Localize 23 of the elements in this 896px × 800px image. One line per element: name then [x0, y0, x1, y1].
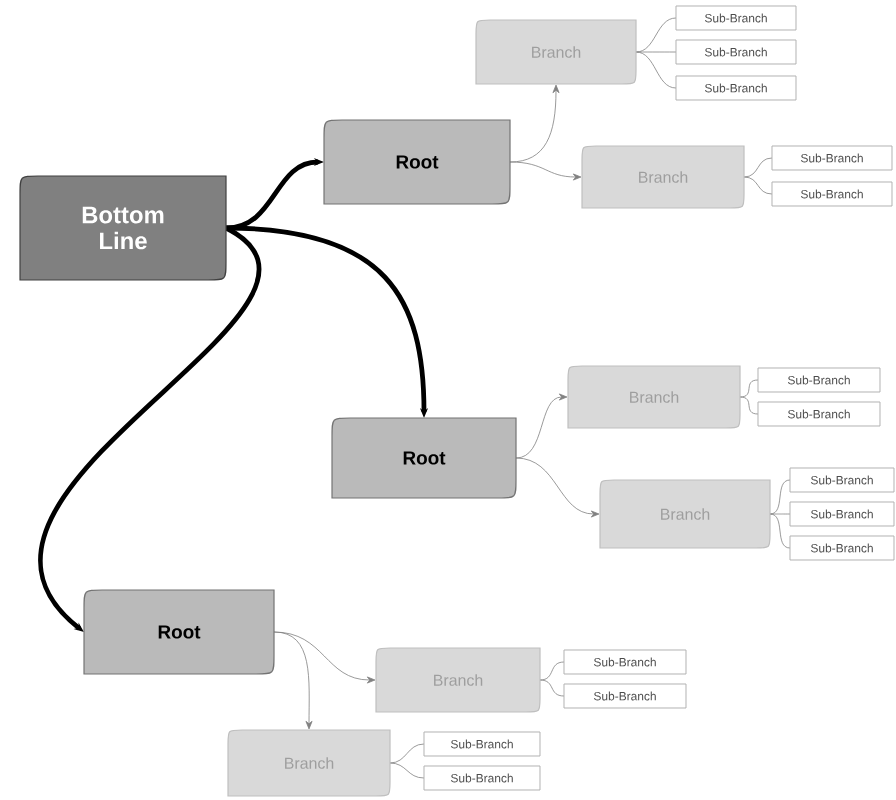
- connector-line: [743, 157, 773, 178]
- arrow: [273, 631, 376, 684]
- connector-line: [389, 743, 425, 764]
- arrow: [515, 457, 600, 518]
- connector-line: [769, 513, 791, 515]
- connector-line: [739, 396, 759, 415]
- connector-line: [769, 513, 791, 549]
- connector-line: [635, 17, 677, 53]
- arrow: [38, 226, 261, 632]
- arrow: [273, 631, 313, 730]
- connector-line: [539, 679, 565, 697]
- root-box: Root: [331, 417, 517, 499]
- connector-line: [739, 379, 759, 398]
- connector-line: [769, 479, 791, 515]
- connector-line: [635, 51, 677, 89]
- arrow: [515, 393, 568, 459]
- connector-line: [389, 762, 425, 779]
- connector-line: [743, 176, 773, 195]
- root-box: Root: [323, 119, 511, 205]
- connector-line: [539, 661, 565, 681]
- arrow: [509, 161, 582, 181]
- root-box: Root: [83, 589, 275, 675]
- connector-line: [635, 51, 677, 53]
